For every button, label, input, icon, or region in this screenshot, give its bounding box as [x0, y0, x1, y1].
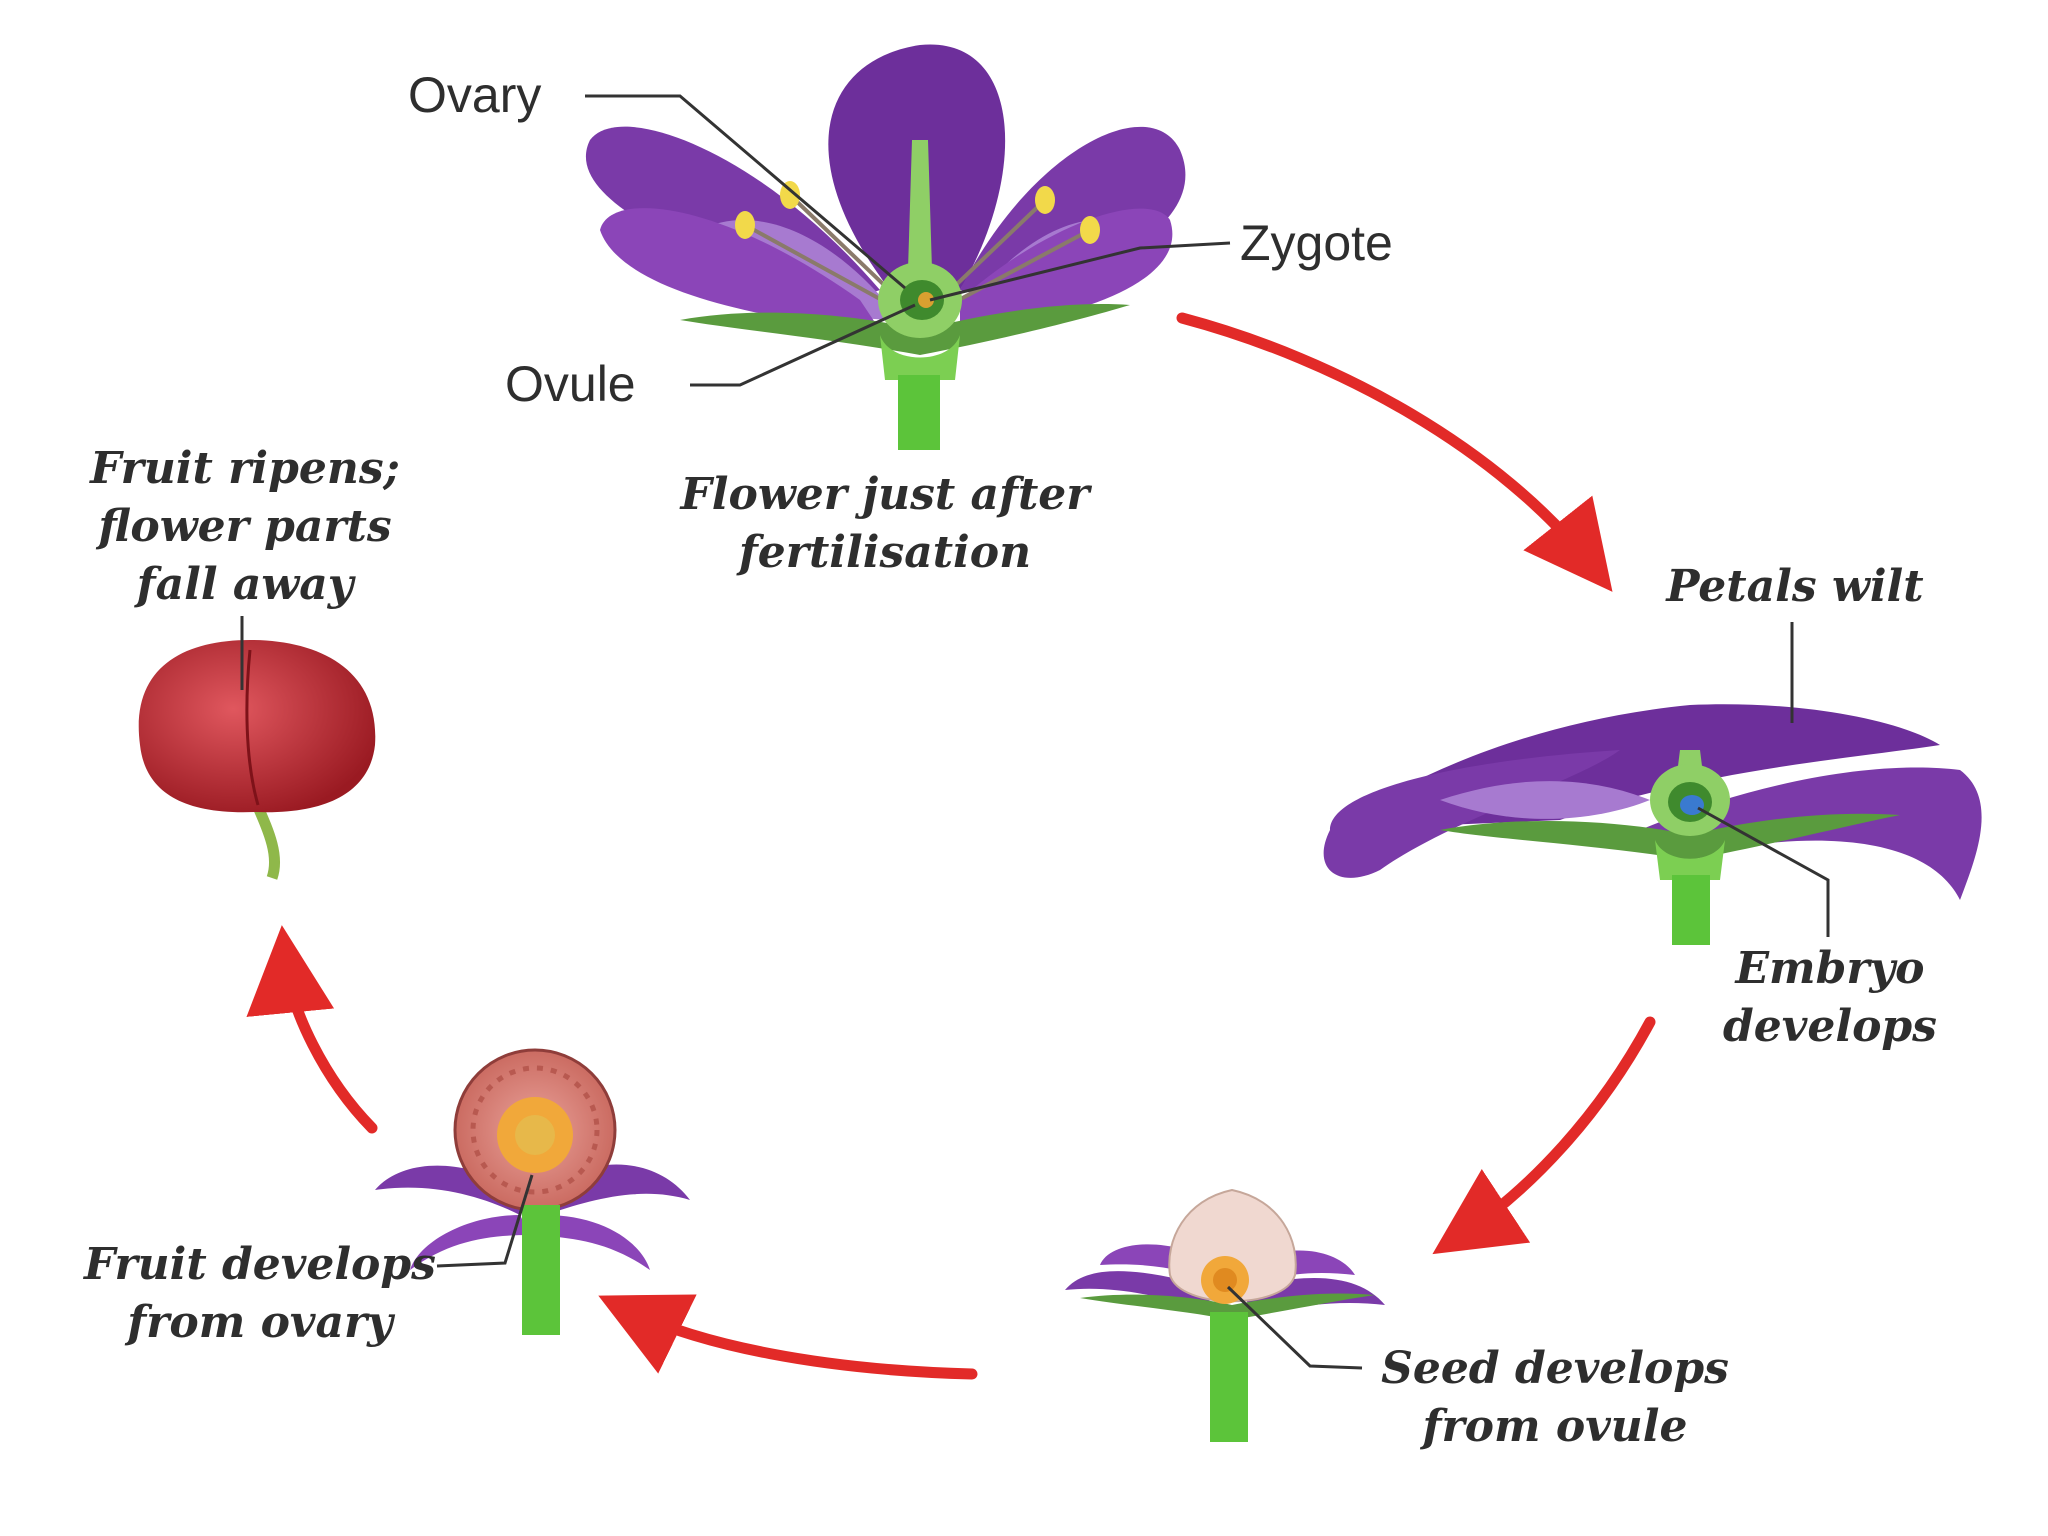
stem — [898, 375, 940, 450]
caption-fruit-develops: Fruit develops from ovary — [70, 1236, 450, 1352]
label-ovule: Ovule — [505, 356, 636, 412]
label-zygote: Zygote — [1240, 215, 1393, 271]
petal — [960, 208, 1173, 330]
anther — [735, 211, 755, 239]
caption-fruit-ripens-line: fall away — [136, 559, 354, 610]
arrow-to-seed — [1432, 1016, 1656, 1255]
wilted-petal — [410, 1215, 530, 1270]
caption-embryo-line: Embryo — [1735, 943, 1925, 994]
caption-fruit-develops-line: Fruit develops — [84, 1239, 436, 1290]
fruit-body — [138, 640, 376, 813]
caption-seed-line: from ovule — [1422, 1401, 1688, 1452]
leader-seed — [1226, 1285, 1363, 1370]
sepal — [1232, 1293, 1375, 1320]
anther — [1080, 216, 1100, 244]
flower-fruit-developing — [375, 1048, 690, 1335]
caption-fertilisation: Flower just after fertilisation — [650, 466, 1120, 582]
stem — [1672, 875, 1710, 945]
seed-core — [1213, 1268, 1237, 1292]
embryo — [1680, 795, 1704, 815]
style — [908, 140, 932, 270]
sepal — [1690, 813, 1900, 860]
zygote — [918, 292, 934, 308]
stem — [522, 1205, 560, 1335]
arrow-to-fruit-ripens — [246, 925, 378, 1134]
caption-embryo-line: develops — [1723, 1001, 1937, 1052]
receptacle — [1655, 840, 1725, 880]
fruit-groove — [245, 649, 260, 806]
petal — [600, 208, 880, 330]
leader-embryo — [1697, 806, 1830, 937]
caption-petals-wilt-line: Petals wilt — [1666, 561, 1924, 612]
leader-ovary — [585, 94, 906, 290]
sepal — [1440, 820, 1690, 860]
flower-seed-developing — [1065, 1188, 1385, 1442]
stem — [1210, 1312, 1248, 1442]
fruit-flesh-ring — [470, 1065, 600, 1195]
cycle-arrows — [246, 312, 1656, 1380]
anther — [1035, 186, 1055, 214]
fruit-stone-core — [515, 1115, 555, 1155]
caption-embryo: Embryo develops — [1705, 940, 1955, 1056]
caption-fruit-ripens-line: flower parts — [98, 501, 392, 552]
caption-fertilisation-line: fertilisation — [738, 527, 1032, 578]
wilted-petal — [1440, 781, 1650, 819]
wilted-petal — [535, 1215, 650, 1270]
caption-fertilisation-line: Flower just after — [680, 469, 1090, 520]
caption-seed: Seed develops from ovule — [1345, 1340, 1765, 1456]
arrow-to-petals-wilt — [1176, 312, 1613, 592]
leader-zygote — [929, 241, 1231, 302]
label-ovary: Ovary — [408, 67, 542, 123]
leader-ovule — [690, 303, 916, 387]
anther — [780, 181, 800, 209]
sepal — [1080, 1294, 1232, 1320]
caption-fruit-ripens-line: Fruit ripens; — [90, 443, 400, 494]
arrow-to-fruit-develops — [598, 1294, 978, 1380]
leader-fruit-develops — [436, 1174, 534, 1268]
caption-fruit-ripens: Fruit ripens; flower parts fall away — [60, 440, 430, 614]
flower-petals-wilting — [1323, 704, 1982, 945]
caption-fruit-develops-line: from ovary — [127, 1297, 393, 1348]
leader-lines — [240, 94, 1830, 1370]
sepal — [920, 304, 1130, 355]
caption-seed-line: Seed develops — [1381, 1343, 1729, 1394]
ripe-fruit — [138, 640, 376, 880]
caption-petals-wilt: Petals wilt — [1640, 558, 1950, 616]
flower-after-fertilisation — [585, 44, 1186, 450]
sepal — [680, 312, 920, 355]
receptacle — [880, 335, 960, 380]
